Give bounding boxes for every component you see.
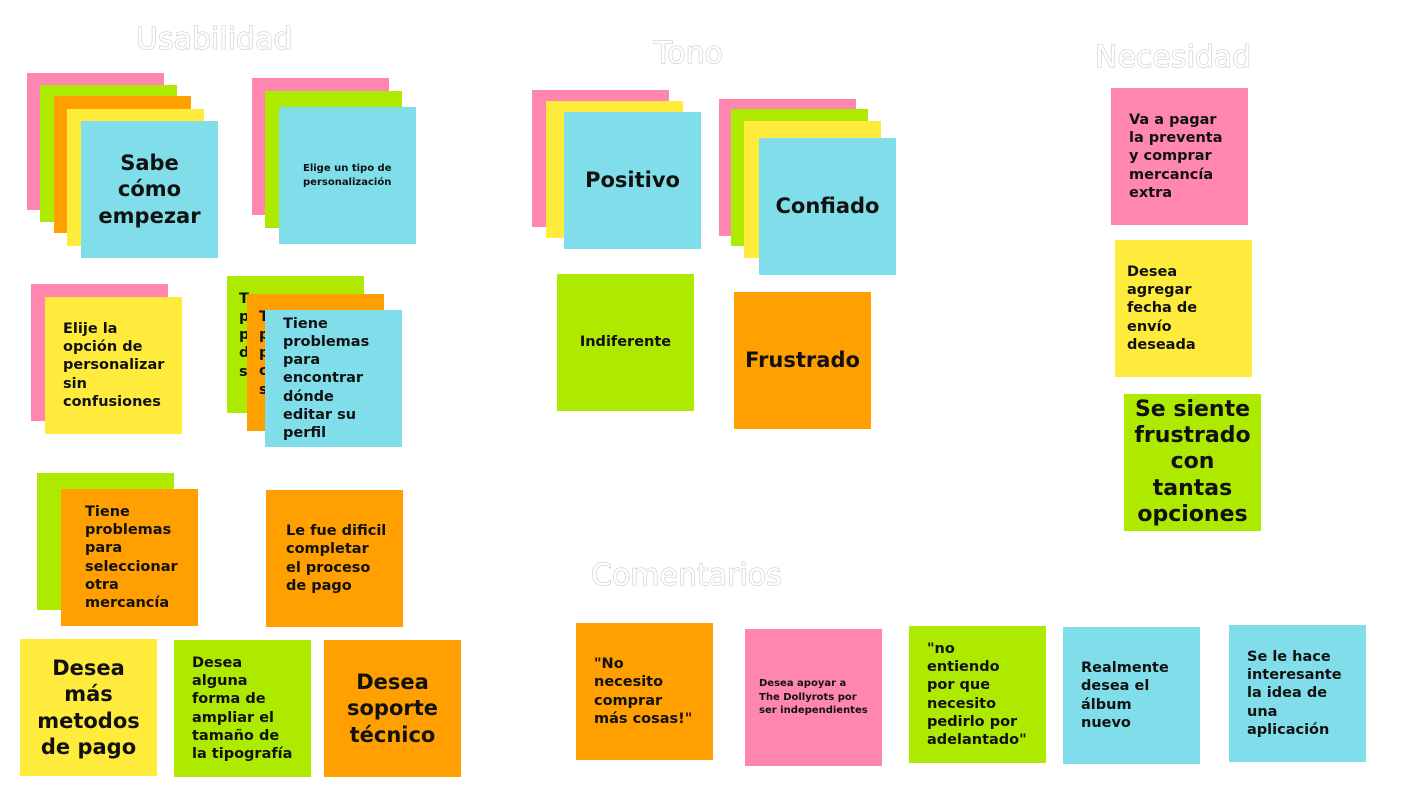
note-text: Tiene problemas para encontrar dónde edi…: [283, 316, 370, 441]
note-text: Realmente desea el álbum nuevo: [1081, 660, 1169, 731]
note-text: "no entiendo por que necesito pedirlo po…: [927, 641, 1027, 748]
note-text: Desea más metodos de pago: [37, 656, 140, 759]
note-text: Se siente frustrado con tantas opciones: [1134, 396, 1251, 528]
note-text: Se le hace interesante la idea de una ap…: [1247, 649, 1342, 738]
sticky-note-se-le-hace[interactable]: Se le hace interesante la idea de una ap…: [1229, 625, 1366, 762]
sticky-note-no-necesito[interactable]: "No necesito comprar más cosas!": [576, 623, 713, 760]
note-text: "No necesito comprar más cosas!": [594, 656, 693, 727]
heading-comentarios: Comentarios: [591, 558, 783, 594]
heading-tono: Tono: [654, 36, 724, 72]
sticky-note-tiene-problemas-mercancia[interactable]: Tiene problemas para seleccionar otra me…: [61, 489, 198, 626]
note-text: Elije la opción de personalizar sin conf…: [63, 321, 165, 410]
note-text: Sabe cómo empezar: [98, 151, 201, 228]
note-text: Le fue dificil completar el proceso de p…: [286, 523, 387, 594]
sticky-note-indiferente[interactable]: Indiferente: [557, 274, 694, 411]
sticky-note-elige-tipo[interactable]: Elige un tipo de personalización: [279, 107, 416, 244]
sticky-note-no-entiendo[interactable]: "no entiendo por que necesito pedirlo po…: [909, 626, 1046, 763]
heading-necesidad: Necesidad: [1094, 40, 1252, 76]
note-text: Desea soporte técnico: [346, 670, 439, 747]
sticky-note-desea-fecha[interactable]: Desea agregar fecha de envío deseada: [1115, 240, 1252, 377]
note-text: Frustrado: [745, 348, 860, 373]
sticky-note-realmente[interactable]: Realmente desea el álbum nuevo: [1063, 627, 1200, 764]
note-text: Confiado: [775, 194, 880, 219]
sticky-note-positivo[interactable]: Positivo: [564, 112, 701, 249]
sticky-note-desea-soporte[interactable]: Desea soporte técnico: [324, 640, 461, 777]
note-text: Va a pagar la preventa y comprar mercanc…: [1129, 112, 1223, 201]
sticky-note-le-fue-dificil[interactable]: Le fue dificil completar el proceso de p…: [266, 490, 403, 627]
note-text: Desea alguna forma de ampliar el tamaño …: [192, 655, 293, 762]
sticky-note-va-a-pagar[interactable]: Va a pagar la preventa y comprar mercanc…: [1111, 88, 1248, 225]
note-text: Desea agregar fecha de envío deseada: [1127, 264, 1198, 353]
sticky-note-frustrado[interactable]: Frustrado: [734, 292, 871, 429]
note-text: T p p c s: [259, 309, 269, 398]
note-text: T p p d s: [239, 291, 250, 380]
sticky-note-desea-apoyar[interactable]: Desea apoyar a The Dollyrots por ser ind…: [745, 629, 882, 766]
sticky-note-confiado[interactable]: Confiado: [759, 138, 896, 275]
sticky-note-se-siente[interactable]: Se siente frustrado con tantas opciones: [1124, 394, 1261, 531]
note-text: Elige un tipo de personalización: [303, 163, 392, 188]
note-text: Positivo: [585, 168, 680, 193]
sticky-note-tiene-problemas-perfil[interactable]: Tiene problemas para encontrar dónde edi…: [265, 310, 402, 447]
note-text: Desea apoyar a The Dollyrots por ser ind…: [759, 678, 868, 717]
note-text: Indiferente: [579, 334, 672, 351]
sticky-note-sabe-como-empezar[interactable]: Sabe cómo empezar: [81, 121, 218, 258]
note-text: Tiene problemas para seleccionar otra me…: [85, 504, 178, 611]
heading-usabilidad: Usabilidad: [136, 22, 293, 58]
sticky-note-elije-opcion[interactable]: Elije la opción de personalizar sin conf…: [45, 297, 182, 434]
sticky-note-desea-mas-metodos[interactable]: Desea más metodos de pago: [20, 639, 157, 776]
sticky-note-desea-ampliar[interactable]: Desea alguna forma de ampliar el tamaño …: [174, 640, 311, 777]
